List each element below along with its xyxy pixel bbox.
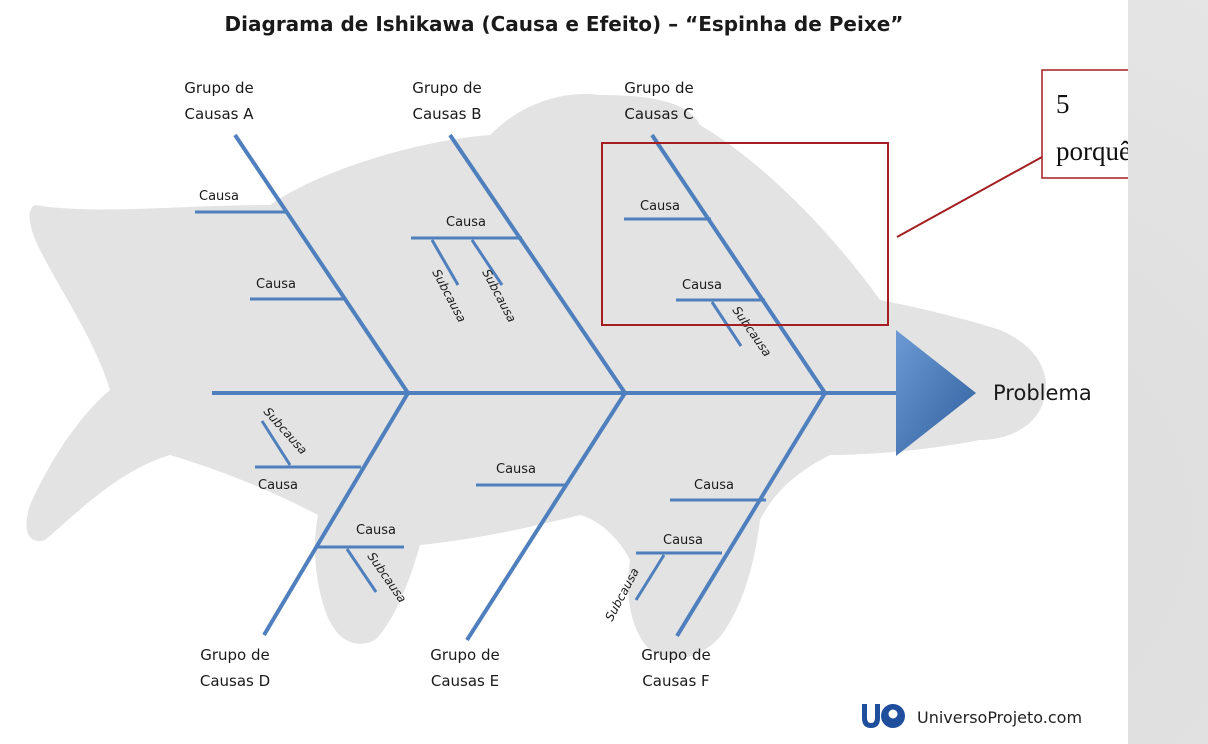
universo-projeto-logo <box>862 704 905 728</box>
group-d-cause-1-label: Causa <box>258 478 298 493</box>
group-a-cause-2-label: Causa <box>256 277 296 292</box>
group-e-label-line2: Causas E <box>431 672 499 690</box>
group-b-label-line1: Grupo de <box>412 79 482 97</box>
group-f-label-line2: Causas F <box>642 672 709 690</box>
brand-footer[interactable]: UniversoProjeto.com <box>862 704 1082 728</box>
group-b-subcause-2-line <box>470 239 504 286</box>
group-d-label-line2: Causas D <box>200 672 270 690</box>
group-e-label-line1: Grupo de <box>430 646 500 664</box>
group-a-label-line1: Grupo de <box>184 79 254 97</box>
five-whys-callout: 5 porquês <box>601 69 1128 326</box>
group-c-cause-1-label: Causa <box>640 199 680 214</box>
group-d-label-line1: Grupo de <box>200 646 270 664</box>
group-a: Grupo de Causas A Causa Causa <box>184 79 410 395</box>
highlight-box <box>601 142 889 326</box>
group-b-subcause-1-line <box>430 239 460 286</box>
group-e-bone <box>465 391 627 642</box>
group-b-bone <box>448 133 627 395</box>
group-c-bone <box>650 133 827 395</box>
group-c-label-line2: Causas C <box>624 105 693 123</box>
group-f-subcause-line <box>634 554 666 601</box>
group-f-cause-1-label: Causa <box>694 478 734 493</box>
group-f-bone <box>675 391 827 638</box>
fish-silhouette <box>26 94 1046 659</box>
callout-connector <box>896 156 1043 238</box>
group-c-cause-2-label: Causa <box>682 278 722 293</box>
diagram-title: Diagrama de Ishikawa (Causa e Efeito) – … <box>225 12 904 36</box>
group-a-bone <box>233 133 410 395</box>
callout-line1: 5 <box>1056 89 1070 119</box>
brand-name[interactable]: UniversoProjeto.com <box>917 708 1082 727</box>
problem-arrow-head <box>896 330 976 456</box>
callout-line2: porquês <box>1056 136 1128 166</box>
slide: Diagrama de Ishikawa (Causa e Efeito) – … <box>0 0 1128 744</box>
group-e-cause-label: Causa <box>496 462 536 477</box>
problem-label: Problema <box>993 381 1092 405</box>
group-e: Grupo de Causas E Causa <box>430 391 627 690</box>
group-d-subcause-1-line <box>260 420 292 466</box>
group-a-cause-1-label: Causa <box>199 189 239 204</box>
group-d-bone <box>262 391 410 637</box>
group-c-label-line1: Grupo de <box>624 79 694 97</box>
group-f-cause-2-label: Causa <box>663 533 703 548</box>
group-f-label-line1: Grupo de <box>641 646 711 664</box>
group-a-label-line2: Causas A <box>184 105 254 123</box>
group-b-cause-label: Causa <box>446 215 486 230</box>
group-d-cause-2-label: Causa <box>356 523 396 538</box>
fishbone-diagram: Diagrama de Ishikawa (Causa e Efeito) – … <box>26 12 1128 728</box>
group-b-label-line2: Causas B <box>412 105 481 123</box>
group-d-subcause-2-line <box>345 548 378 593</box>
callout-box <box>1041 69 1128 179</box>
